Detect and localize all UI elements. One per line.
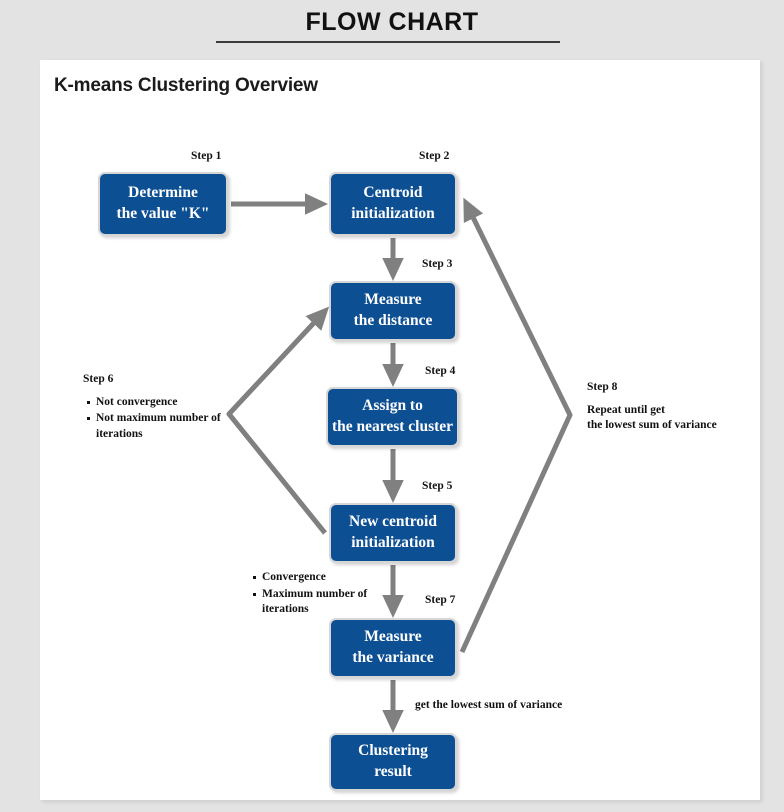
edge-caption-lowest-sum-of-variance: get the lowest sum of variance <box>415 699 563 711</box>
node-centroid-initialization[interactable]: Centroid initialization <box>329 172 457 236</box>
note-step6-heading: Step 6 <box>83 373 114 385</box>
list-item: Convergence <box>253 570 399 586</box>
note-step8: Step 8 Repeat until get the lowest sum o… <box>587 380 762 434</box>
node-measure-the-variance[interactable]: Measure the variance <box>329 618 457 678</box>
node-determine-k[interactable]: Determine the value "K" <box>98 172 228 236</box>
step-label-1: Step 1 <box>191 150 222 162</box>
note-convergence-list: Convergence Maximum number of iterations <box>249 570 399 618</box>
step-label-7: Step 7 <box>425 594 456 606</box>
note-step8-heading: Step 8 <box>587 381 618 393</box>
note-step6-list: Not convergence Not maximum number of it… <box>83 395 243 443</box>
step-label-5: Step 5 <box>422 480 453 492</box>
node-clustering-result[interactable]: Clustering result <box>329 733 457 791</box>
step-label-3: Step 3 <box>422 258 453 270</box>
list-item: Not maximum number of iterations <box>87 411 243 442</box>
title-underline-divider <box>216 41 560 43</box>
node-new-centroid-initialization[interactable]: New centroid initialization <box>329 503 457 563</box>
page-title: FLOW CHART <box>305 8 479 36</box>
list-item: Not convergence <box>87 395 243 411</box>
note-step8-body: Repeat until get the lowest sum of varia… <box>587 403 717 432</box>
step-label-4: Step 4 <box>425 365 456 377</box>
note-convergence: Convergence Maximum number of iterations <box>249 570 399 619</box>
page-header: FLOW CHART <box>0 0 784 60</box>
note-step6: Step 6 Not convergence Not maximum numbe… <box>83 372 243 443</box>
card-title: K-means Clustering Overview <box>54 75 318 96</box>
node-measure-the-distance[interactable]: Measure the distance <box>329 281 457 341</box>
node-assign-to-nearest-cluster[interactable]: Assign to the nearest cluster <box>326 387 459 447</box>
step-label-2: Step 2 <box>419 150 450 162</box>
list-item: Maximum number of iterations <box>253 587 399 618</box>
